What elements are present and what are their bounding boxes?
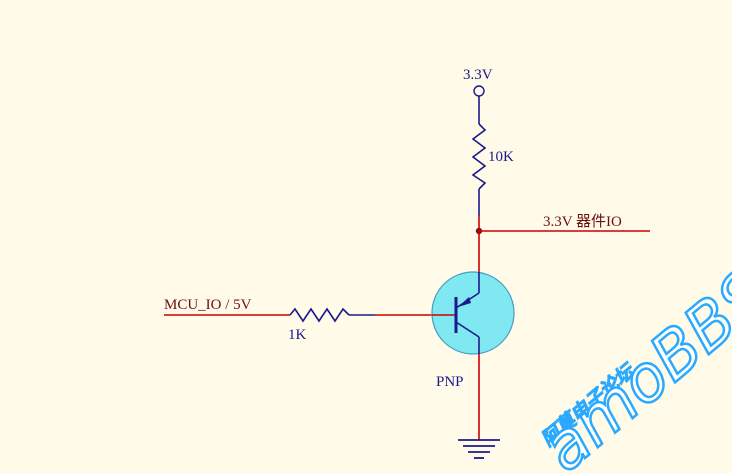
output-net-label: 3.3V 器件IO <box>543 213 622 230</box>
ground-icon <box>458 439 500 459</box>
base-resistor <box>289 307 350 323</box>
transistor-body <box>431 271 515 355</box>
watermark-brand-group: amoBBS <box>527 255 732 473</box>
emitter-arrow-icon <box>458 297 471 307</box>
base-resistor-label: 1K <box>288 327 307 343</box>
supply-label: 3.3V <box>463 67 493 83</box>
pullup-resistor-label: 10K <box>488 149 514 165</box>
collector-leg <box>455 321 480 338</box>
supply-terminal <box>473 85 485 97</box>
input-net-label: MCU_IO / 5V <box>164 297 252 313</box>
pnp-transistor <box>431 271 515 355</box>
pullup-resistor <box>471 123 487 190</box>
transistor-type-label: PNP <box>436 374 464 390</box>
watermark-brand: amoBBS <box>529 257 732 473</box>
